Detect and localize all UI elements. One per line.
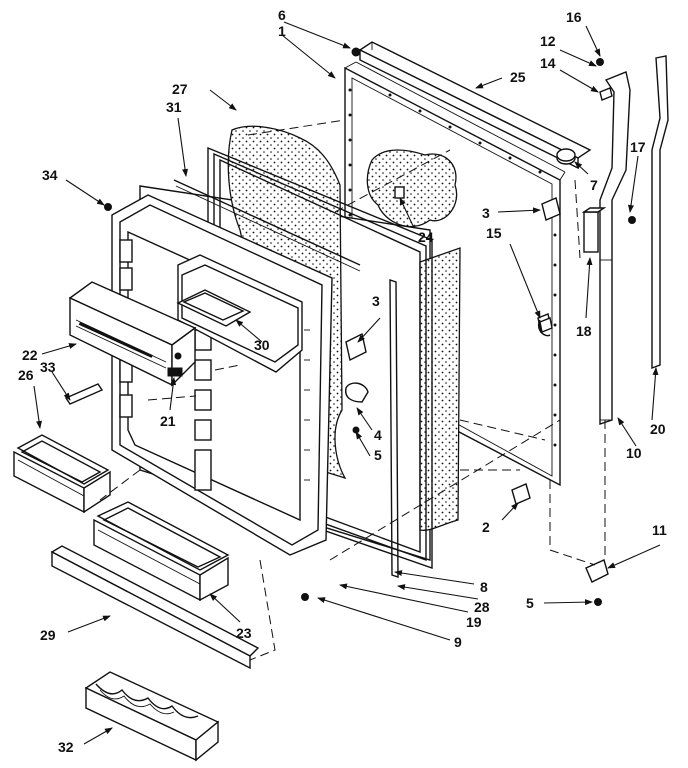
dairy-door [68, 281, 197, 387]
callout-11: 11 [652, 522, 667, 538]
latch-clip [539, 317, 553, 333]
callout-25: 25 [510, 69, 526, 85]
callout-14: 14 [540, 55, 556, 71]
callout-9: 9 [454, 634, 462, 650]
handle-trim [651, 55, 669, 370]
callout-5-lower: 5 [526, 595, 534, 611]
callout-29: 29 [40, 627, 56, 643]
callout-20: 20 [650, 421, 666, 437]
door-handle [599, 71, 631, 425]
door-bin-small [13, 434, 111, 514]
compartment-door [176, 289, 252, 327]
upper-hinge [541, 197, 561, 221]
callout-2: 2 [482, 519, 490, 535]
callout-labels: 1 2 3 3 4 5 5 6 7 8 9 10 11 12 14 15 16 … [18, 7, 667, 755]
callout-12: 12 [540, 33, 556, 49]
callout-23: 23 [236, 625, 252, 641]
handle-clip [599, 87, 613, 101]
alignment-lines [99, 119, 606, 661]
callout-32: 32 [58, 739, 74, 755]
door-spring [64, 383, 104, 405]
callout-3-upper: 3 [482, 205, 490, 221]
callout-17: 17 [630, 139, 646, 155]
callout-22: 22 [22, 347, 38, 363]
egg-tray [84, 671, 220, 762]
callout-10: 10 [626, 445, 642, 461]
liner-edge-ridges [304, 329, 310, 481]
callout-21: 21 [160, 413, 176, 429]
liner-shelf-supports [119, 239, 212, 491]
callout-30: 30 [254, 337, 270, 353]
callout-19: 19 [466, 614, 482, 630]
inner-door-liner [111, 194, 333, 556]
callout-34: 34 [42, 167, 58, 183]
callout-1: 1 [278, 23, 286, 39]
callout-4: 4 [374, 427, 382, 443]
door-rod [389, 279, 399, 578]
callout-31: 31 [166, 99, 182, 115]
panel-label-plate [394, 186, 405, 199]
callout-5-middle: 5 [374, 447, 382, 463]
callout-24: 24 [418, 229, 434, 245]
screws [104, 47, 636, 606]
callout-27: 27 [172, 81, 188, 97]
door-closer-cam [345, 382, 369, 403]
callout-18: 18 [576, 323, 592, 339]
bottom-trim [50, 545, 260, 670]
callout-8: 8 [480, 579, 488, 595]
bottom-hinge-bracket [585, 559, 609, 583]
callout-16: 16 [566, 9, 582, 25]
callout-33: 33 [40, 359, 56, 375]
handle-insert [583, 211, 599, 253]
lower-hinge [511, 483, 531, 505]
dairy-door-hinge [167, 367, 183, 377]
leader-lines [33, 21, 661, 745]
door-bin-large [93, 501, 230, 602]
callout-28: 28 [474, 599, 490, 615]
callout-26: 26 [18, 367, 34, 383]
callout-7: 7 [590, 177, 598, 193]
dairy-door-vents [78, 322, 153, 358]
callout-15: 15 [486, 225, 502, 241]
callout-3-middle: 3 [372, 293, 380, 309]
callout-6: 6 [278, 7, 286, 23]
gasket-strip [173, 179, 361, 266]
